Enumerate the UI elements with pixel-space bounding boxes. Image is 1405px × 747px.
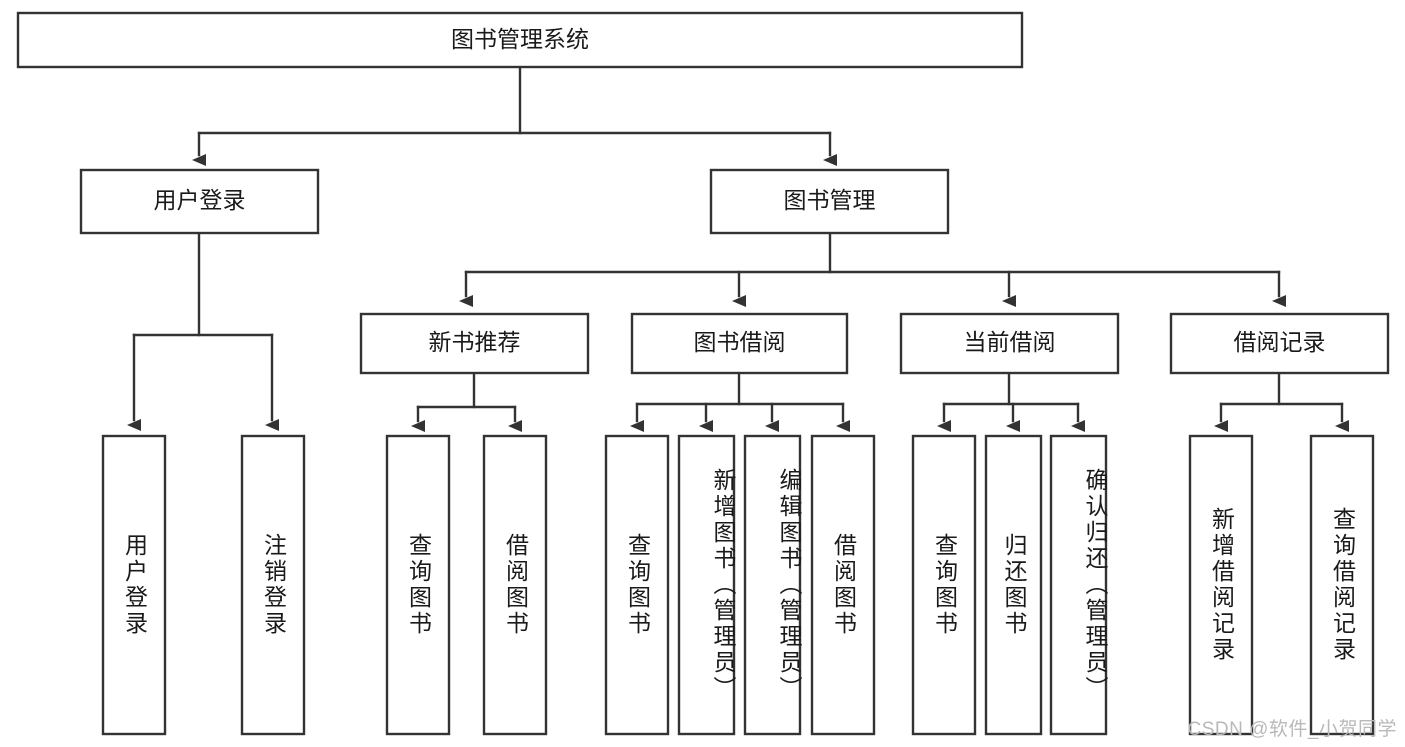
connector-group-new-book-recommend <box>411 371 522 432</box>
node-box-borrow-record[interactable] <box>1169 312 1390 375</box>
connector-group-book-management <box>459 231 1286 307</box>
node-box-new-book-recommend[interactable] <box>359 312 590 375</box>
node-box-leaf-add-book[interactable] <box>677 434 736 736</box>
connector-group-root <box>192 65 837 166</box>
node-label-leaf-add-book: 新增图书（管理员） <box>710 468 736 702</box>
node-label-leaf-logout: 注销登录 <box>260 533 287 637</box>
node-box-book-borrow[interactable] <box>630 312 849 375</box>
node-label-leaf-query-book-1: 查询图书 <box>405 533 432 637</box>
node-label-user-login: 用户登录 <box>154 187 246 213</box>
node-box-leaf-return-book[interactable] <box>984 434 1043 736</box>
node-label-new-book-recommend: 新书推荐 <box>429 329 521 355</box>
node-label-leaf-query-record: 查询借阅记录 <box>1329 507 1356 663</box>
node-label-leaf-user-login: 用户登录 <box>121 533 148 637</box>
node-box-leaf-edit-book[interactable] <box>743 434 802 736</box>
node-box-leaf-query-book-2[interactable] <box>604 434 670 736</box>
node-label-leaf-borrow-book-1: 借阅图书 <box>502 533 529 637</box>
connector-group-user-login <box>127 231 279 431</box>
node-label-leaf-borrow-book-2: 借阅图书 <box>830 533 857 637</box>
node-box-current-borrow[interactable] <box>899 312 1120 375</box>
node-box-user-login[interactable] <box>79 168 320 235</box>
node-label-leaf-return-book: 归还图书 <box>1001 533 1027 637</box>
node-label-book-borrow: 图书借阅 <box>694 329 786 355</box>
node-label-leaf-query-book-2: 查询图书 <box>624 533 651 637</box>
node-label-current-borrow: 当前借阅 <box>964 329 1056 355</box>
node-label-root: 图书管理系统 <box>451 26 589 52</box>
connector-group-book-borrow <box>630 371 850 432</box>
csdn-watermark: CSDN @软件_小贺同学 <box>1187 719 1397 740</box>
node-label-book-management: 图书管理 <box>784 187 876 213</box>
node-label-leaf-add-record: 新增借阅记录 <box>1208 507 1235 663</box>
node-box-leaf-borrow-book-1[interactable] <box>482 434 548 736</box>
node-box-leaf-query-book-3[interactable] <box>911 434 977 736</box>
node-box-leaf-query-book-1[interactable] <box>385 434 451 736</box>
node-label-leaf-edit-book: 编辑图书（管理员） <box>776 468 802 702</box>
node-box-leaf-query-record[interactable] <box>1309 434 1375 736</box>
node-box-leaf-logout[interactable] <box>240 434 306 736</box>
node-box-leaf-confirm-return[interactable] <box>1049 434 1108 736</box>
node-box-leaf-add-record[interactable] <box>1188 434 1254 736</box>
node-box-book-management[interactable] <box>709 168 950 235</box>
node-box-root[interactable] <box>16 11 1024 69</box>
connector-group-current-borrow <box>937 371 1085 432</box>
connector-group-borrow-record <box>1214 371 1349 432</box>
node-box-leaf-user-login[interactable] <box>101 434 167 736</box>
node-label-borrow-record: 借阅记录 <box>1234 329 1326 355</box>
node-label-leaf-confirm-return: 确认归还（管理员） <box>1082 468 1108 702</box>
node-box-leaf-borrow-book-2[interactable] <box>810 434 876 736</box>
node-label-leaf-query-book-3: 查询图书 <box>931 533 958 637</box>
